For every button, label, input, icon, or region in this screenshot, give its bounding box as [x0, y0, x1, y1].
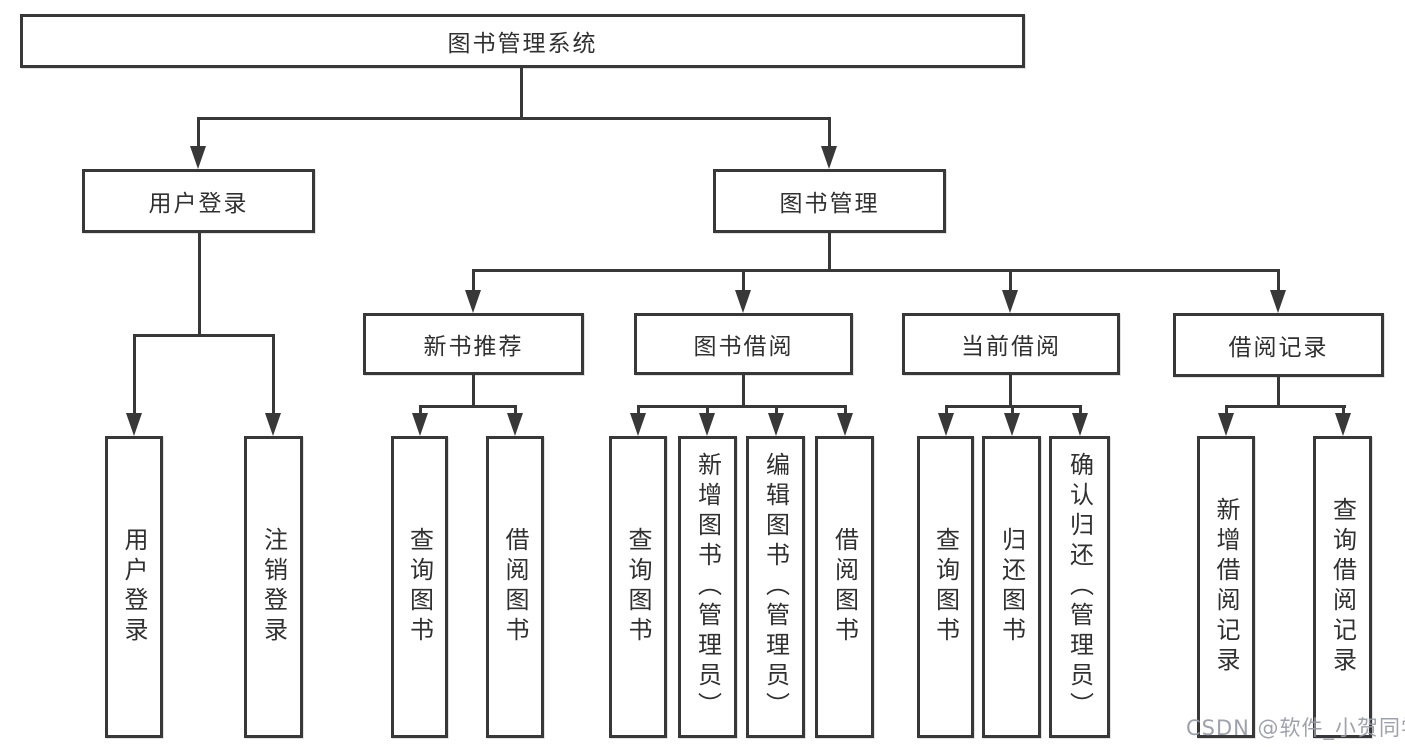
leaf-bb-add-label: 新增图书（管理员） — [693, 452, 722, 722]
leaf-cb-return: 归还图书 — [982, 436, 1041, 738]
node-book-branch: 图书管理 — [713, 169, 946, 233]
node-root-label: 图书管理系统 — [447, 31, 598, 57]
connector-drop-cb0 — [945, 405, 948, 417]
leaf-br-query: 查询借阅记录 — [1313, 436, 1372, 738]
connector-drop-records — [1277, 269, 1280, 294]
connector-drop-newbooks — [472, 269, 475, 294]
node-book-branch-label: 图书管理 — [779, 191, 880, 217]
connector-newbooks-bar — [419, 405, 517, 408]
connector-drop-user-login — [133, 334, 136, 416]
arrow-to-cb-query-icon — [938, 413, 954, 436]
leaf-bb-add: 新增图书（管理员） — [678, 436, 737, 738]
arrow-to-logout-icon — [265, 413, 281, 436]
connector-user-stem — [198, 232, 201, 337]
arrow-to-nb-borrow-icon — [507, 413, 523, 436]
leaf-logout-label: 注销登录 — [259, 527, 288, 647]
connector-drop-books — [828, 117, 831, 150]
leaf-bb-query-label: 查询图书 — [624, 527, 652, 647]
leaf-bb-edit-label: 编辑图书（管理员） — [761, 452, 790, 722]
connector-drop-nb0 — [419, 405, 422, 417]
node-user-branch: 用户登录 — [82, 169, 315, 233]
leaf-br-add-label: 新增借阅记录 — [1212, 497, 1240, 677]
leaf-user-login-label: 用户登录 — [120, 527, 148, 647]
arrow-to-newbooks-icon — [465, 290, 481, 313]
arrow-to-bb-query-icon — [630, 413, 646, 436]
leaf-cb-confirm-label: 确认归还（管理员） — [1065, 452, 1094, 722]
arrow-to-bb-edit-icon — [768, 413, 784, 436]
arrow-to-bb-add-icon — [699, 413, 715, 436]
connector-drop-cb1 — [1011, 405, 1014, 417]
leaf-user-login: 用户登录 — [105, 436, 163, 738]
arrow-to-user-branch-icon — [190, 146, 206, 169]
leaf-nb-borrow-label: 借阅图书 — [501, 527, 529, 647]
connector-drop-borrow — [742, 269, 745, 294]
leaf-nb-borrow: 借阅图书 — [486, 436, 544, 738]
leaf-cb-confirm: 确认归还（管理员） — [1049, 436, 1110, 738]
leaf-bb-borrow: 借阅图书 — [815, 436, 874, 738]
arrow-to-bb-borrow-icon — [837, 413, 853, 436]
node-records-label: 借阅记录 — [1228, 335, 1329, 361]
connector-drop-bb2 — [775, 405, 778, 417]
arrow-to-br-query-icon — [1335, 413, 1351, 436]
node-newbooks: 新书推荐 — [363, 313, 584, 375]
watermark: CSDN @软件_小贺同学 — [1186, 716, 1405, 740]
connector-drop-current — [1009, 269, 1012, 294]
node-user-branch-label: 用户登录 — [148, 191, 249, 217]
connector-borrow-stem — [742, 374, 745, 408]
connector-drop-logout — [272, 334, 275, 416]
leaf-bb-borrow-label: 借阅图书 — [830, 527, 859, 647]
leaf-bb-edit: 编辑图书（管理员） — [746, 436, 805, 738]
connector-borrow-bar — [637, 405, 847, 408]
connector-newbooks-stem — [472, 374, 475, 408]
connector-drop-bb0 — [637, 405, 640, 417]
node-records: 借阅记录 — [1173, 313, 1384, 377]
connector-l1-bar — [197, 117, 831, 120]
arrow-to-br-add-icon — [1218, 413, 1234, 436]
connector-drop-bb1 — [706, 405, 709, 417]
connector-drop-bb3 — [844, 405, 847, 417]
arrow-to-user-login-icon — [126, 413, 142, 436]
leaf-logout: 注销登录 — [244, 436, 303, 738]
arrow-to-nb-query-icon — [412, 413, 428, 436]
arrow-to-borrow-icon — [735, 290, 751, 313]
connector-root-stem — [520, 68, 523, 119]
connector-l3-bar — [472, 269, 1280, 272]
node-current-label: 当前借阅 — [961, 334, 1061, 360]
connector-drop-br1 — [1342, 405, 1345, 417]
node-borrow-label: 图书借阅 — [693, 334, 794, 360]
arrow-to-book-branch-icon — [821, 146, 837, 169]
node-current: 当前借阅 — [902, 313, 1120, 375]
arrow-to-records-icon — [1270, 290, 1286, 313]
arrow-to-cb-return-icon — [1004, 413, 1020, 436]
leaf-cb-return-label: 归还图书 — [997, 527, 1026, 647]
leaf-nb-query-label: 查询图书 — [405, 527, 434, 647]
connector-current-stem — [1009, 374, 1012, 408]
leaf-bb-query: 查询图书 — [609, 436, 667, 738]
connector-records-bar — [1225, 405, 1346, 408]
connector-drop-cb2 — [1079, 405, 1082, 417]
leaf-cb-query-label: 查询图书 — [931, 527, 960, 647]
arrow-to-current-icon — [1002, 290, 1018, 313]
connector-drop-user — [197, 117, 200, 150]
leaf-cb-query: 查询图书 — [917, 436, 974, 738]
node-borrow: 图书借阅 — [634, 313, 853, 375]
leaf-br-query-label: 查询借阅记录 — [1328, 497, 1357, 677]
connector-user-bar — [133, 334, 275, 337]
arrow-to-cb-confirm-icon — [1072, 413, 1088, 436]
leaf-br-add: 新增借阅记录 — [1197, 436, 1255, 738]
connector-drop-nb1 — [514, 405, 517, 417]
connector-records-stem — [1277, 374, 1280, 408]
node-newbooks-label: 新书推荐 — [423, 334, 524, 360]
connector-drop-br0 — [1225, 405, 1228, 417]
connector-books-stem — [828, 232, 831, 272]
leaf-nb-query: 查询图书 — [391, 436, 448, 738]
node-root: 图书管理系统 — [20, 14, 1025, 68]
